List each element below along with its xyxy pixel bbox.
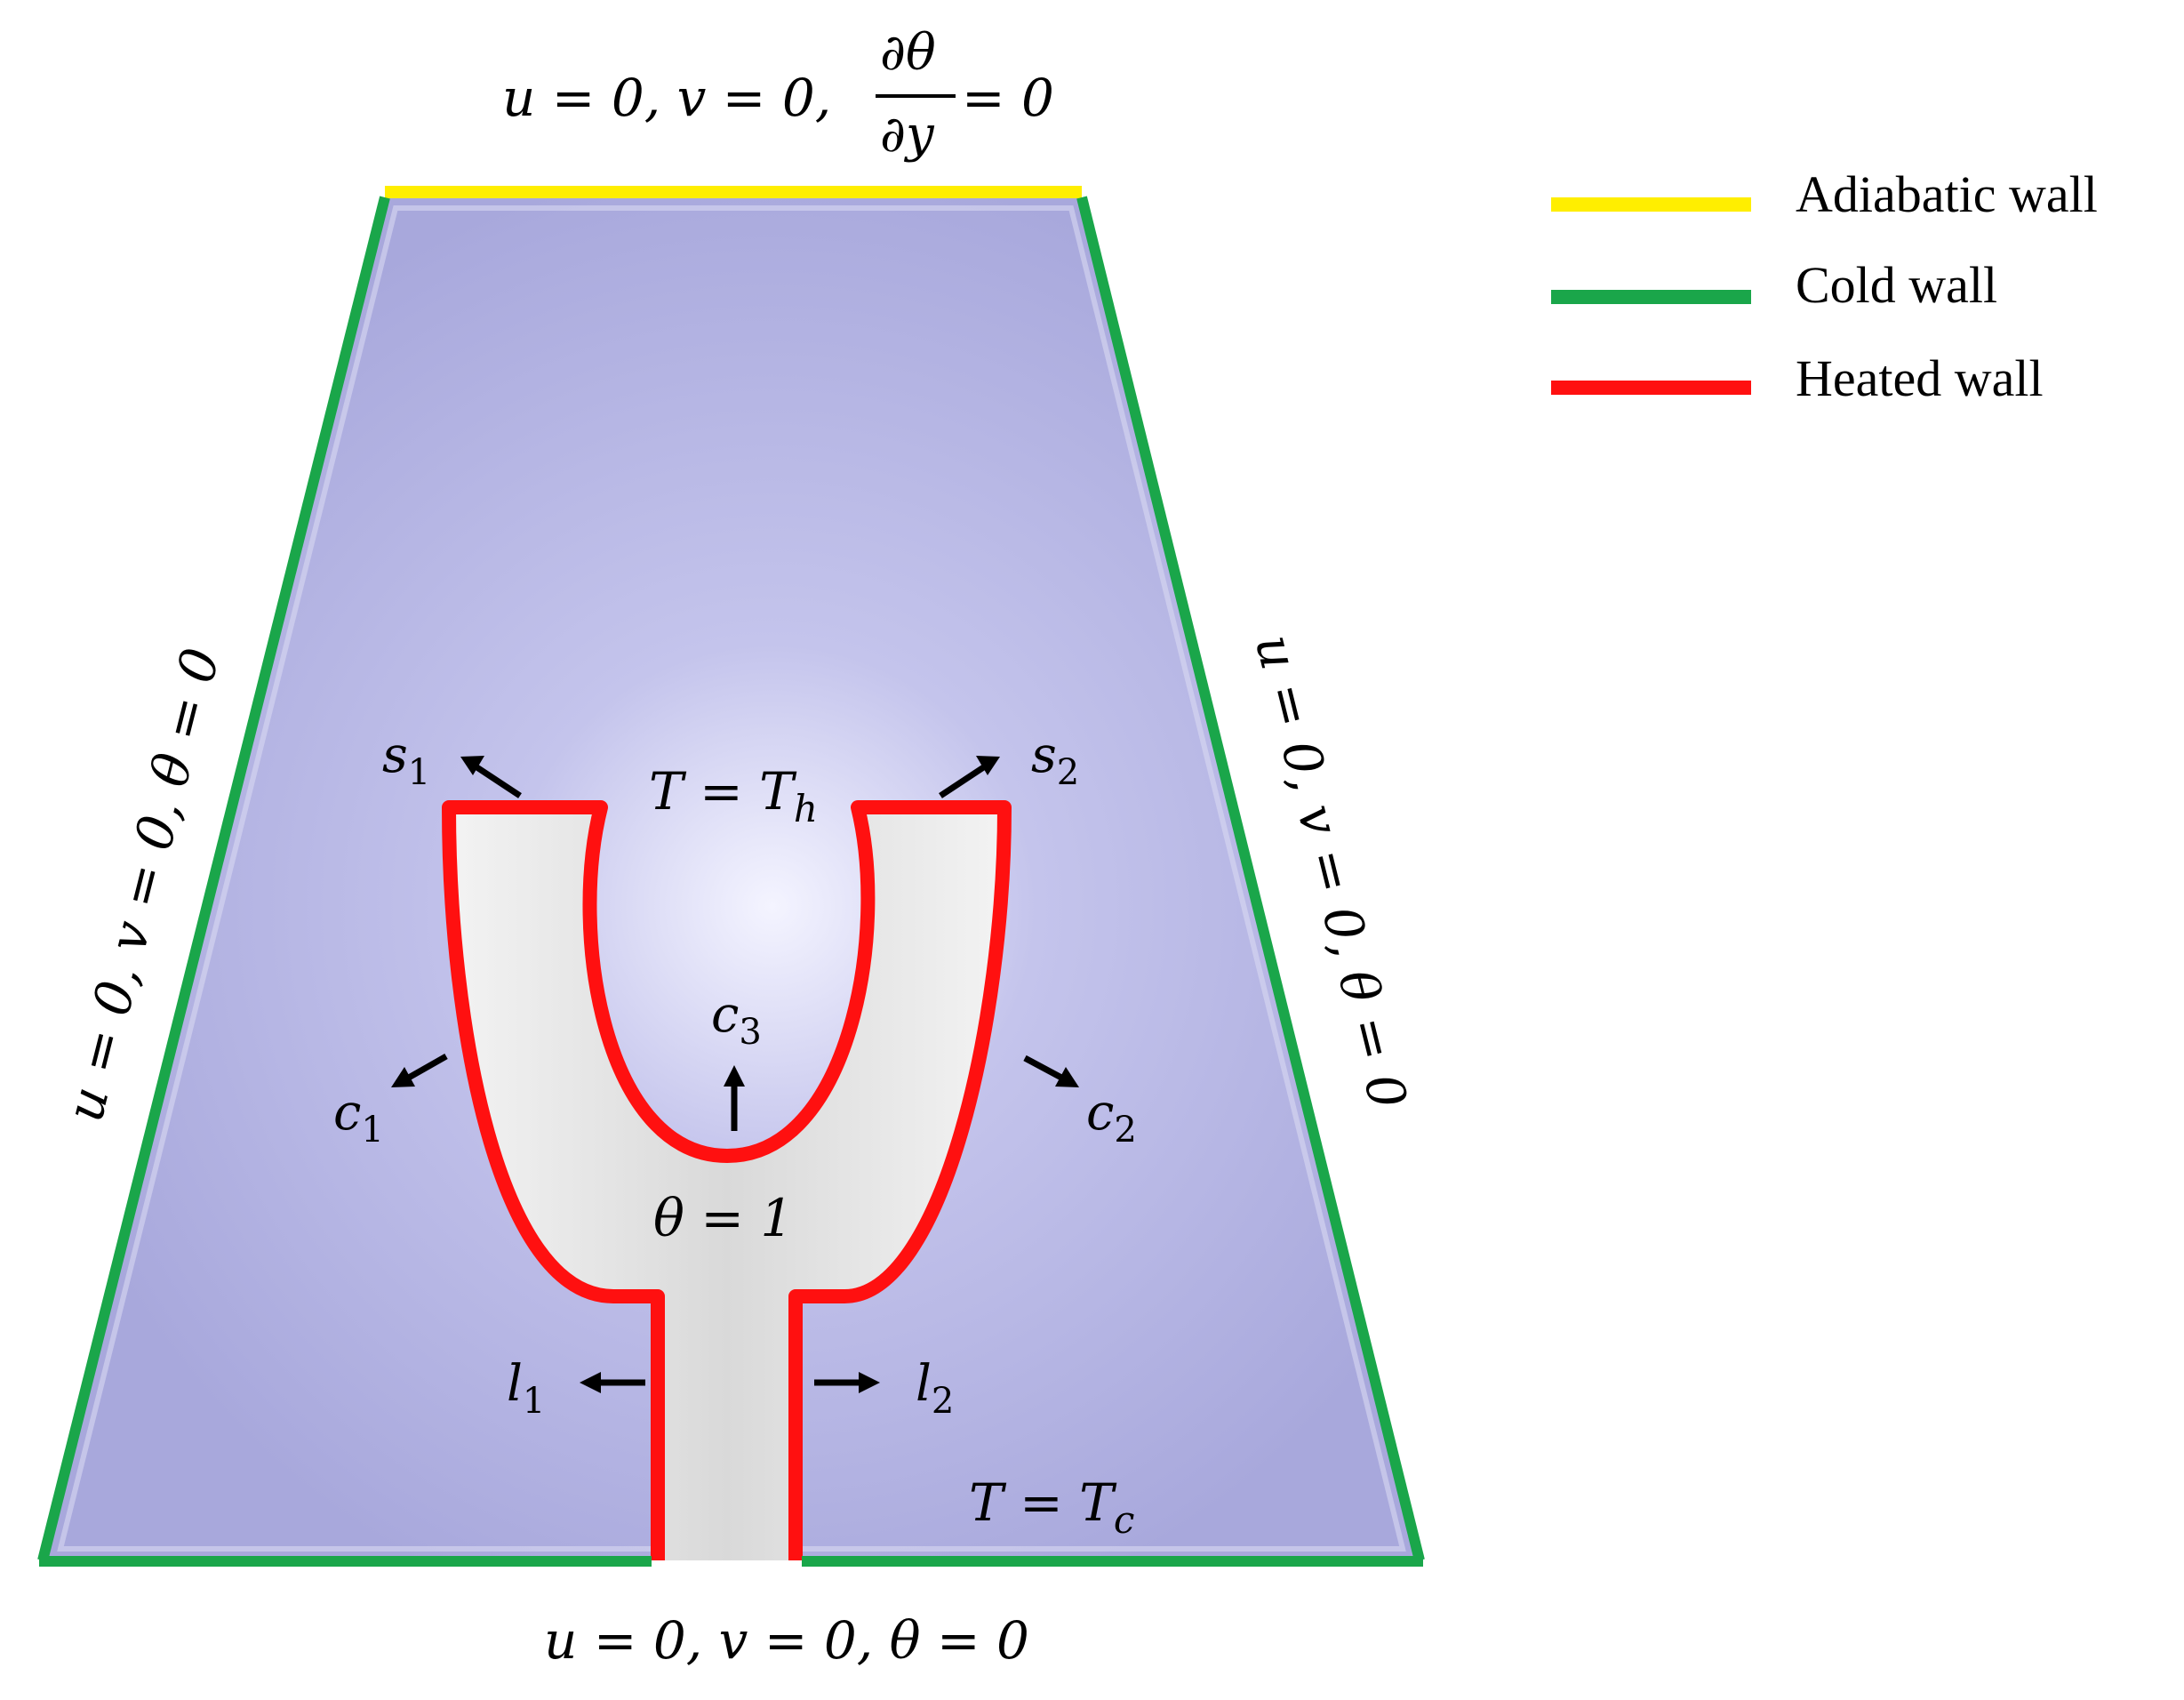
arrow-c1 (405, 1053, 448, 1082)
cold-wall-left (37, 196, 390, 1562)
bc-top-main: u = 0, v = 0, (502, 68, 831, 128)
label-t-hot: T = Th (649, 761, 818, 830)
label-s1: s1 (382, 726, 430, 793)
cold-wall-right (1076, 196, 1425, 1562)
legend-label-adiabatic: Adiabatic wall (1796, 165, 2098, 223)
legend: Adiabatic wall Cold wall Heated wall (1551, 165, 2098, 407)
label-t-cold: T = Tc (969, 1472, 1134, 1542)
segment-labels: s1 s2 c1 c2 c3 l1 l2 T = Th T = Tc θ = 1 (333, 726, 1137, 1542)
fluid-domain (44, 197, 1418, 1560)
bc-bottom: u = 0, v = 0, θ = 0 (544, 1610, 1029, 1671)
arrow-c2 (1023, 1054, 1065, 1082)
legend-label-heated: Heated wall (1796, 349, 2044, 407)
arrow-s1 (474, 764, 522, 798)
heated-body (449, 807, 1004, 1560)
label-c3: c3 (711, 986, 762, 1053)
label-l2: l2 (916, 1355, 954, 1422)
label-l1: l1 (507, 1355, 545, 1422)
arrow-s2-head (976, 756, 1000, 775)
label-theta: θ = 1 (653, 1188, 793, 1248)
label-c1: c1 (333, 1084, 384, 1151)
arrow-s1-head (460, 756, 484, 775)
arrow-c3-head (724, 1065, 745, 1087)
bc-top-denominator: ∂y (880, 106, 935, 164)
arrow-l2-head (859, 1372, 880, 1393)
bc-top-numerator: ∂θ (880, 24, 936, 82)
arrow-c2-head (1055, 1067, 1079, 1087)
arrows (391, 756, 1079, 1393)
bc-top: u = 0, v = 0, ∂θ ∂y = 0 (502, 24, 1054, 164)
label-s2: s2 (1031, 726, 1079, 793)
bc-top-rhs: = 0 (962, 68, 1054, 128)
heated-wall (442, 800, 1012, 1560)
arrow-c1-head (391, 1067, 415, 1087)
arrow-l1-head (580, 1372, 601, 1393)
label-c2: c2 (1086, 1084, 1137, 1151)
fluid-inner-bevel (57, 205, 1406, 1552)
arrow-s2 (939, 764, 987, 798)
legend-label-cold: Cold wall (1796, 256, 1997, 314)
